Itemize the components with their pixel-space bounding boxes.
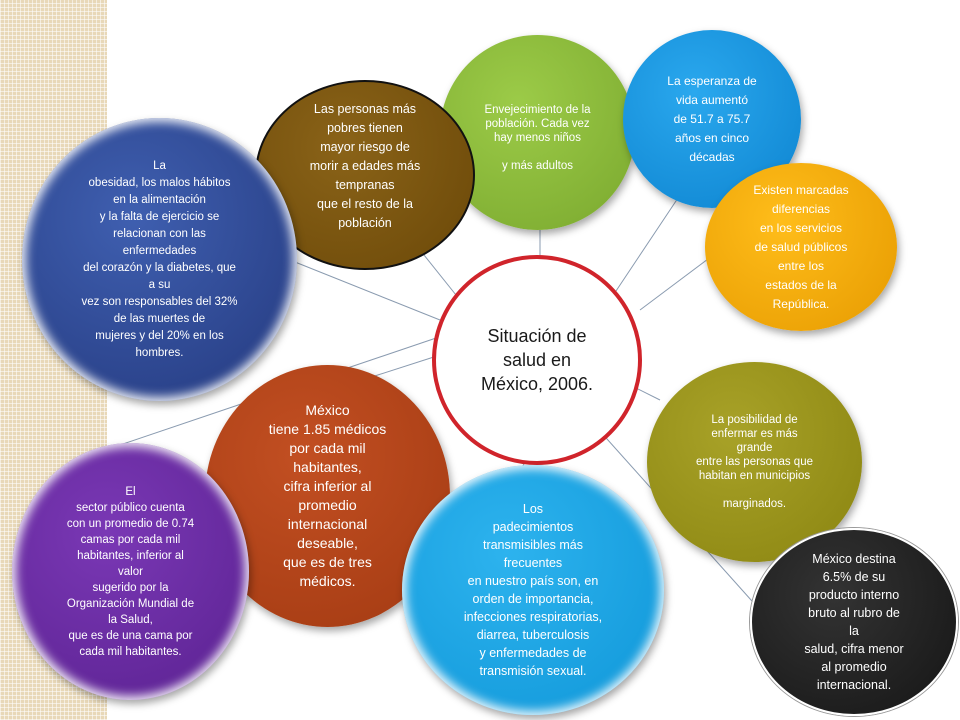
bubble-obesidad-text: La obesidad, los malos hábitos en la ali… xyxy=(81,159,238,359)
center-node-text: Situación de salud en México, 2006. xyxy=(480,326,594,394)
bubble-diferencias-text: Existen marcadas diferencias en los serv… xyxy=(753,182,849,311)
bubble-esperanza-text: La esperanza de vida aumentó de 51.7 a 7… xyxy=(667,73,757,164)
bubble-enfermar: La posibilidad de enfermar es más grande… xyxy=(647,362,862,562)
connector-line xyxy=(289,259,441,321)
bubble-sector: El sector público cuenta con un promedio… xyxy=(12,443,249,700)
bubble-esperanza: La esperanza de vida aumentó de 51.7 a 7… xyxy=(623,30,801,208)
bubble-padecimientos: Los padecimientos transmisibles más frec… xyxy=(402,465,664,715)
bubble-pobres-text: Las personas más pobres tienen mayor rie… xyxy=(309,101,421,230)
bubble-pib: México destina 6.5% de su producto inter… xyxy=(750,528,958,716)
bubble-envejecimiento-text: Envejecimiento de la población. Cada vez… xyxy=(484,103,591,172)
bubble-enfermar-text: La posibilidad de enfermar es más grande… xyxy=(696,414,813,510)
bubble-padecimientos-text: Los padecimientos transmisibles más frec… xyxy=(463,502,603,678)
connector-line xyxy=(419,249,461,301)
bubble-diferencias: Existen marcadas diferencias en los serv… xyxy=(705,163,897,331)
bubble-obesidad: La obesidad, los malos hábitos en la ali… xyxy=(22,118,297,401)
bubble-sector-text: El sector público cuenta con un promedio… xyxy=(66,485,195,658)
center-node: Situación de salud en México, 2006. xyxy=(432,255,642,465)
bubble-envejecimiento: Envejecimiento de la población. Cada vez… xyxy=(440,35,635,230)
bubble-pib-text: México destina 6.5% de su producto inter… xyxy=(804,552,904,692)
bubble-medicos-text: México tiene 1.85 médicos por cada mil h… xyxy=(268,402,387,589)
